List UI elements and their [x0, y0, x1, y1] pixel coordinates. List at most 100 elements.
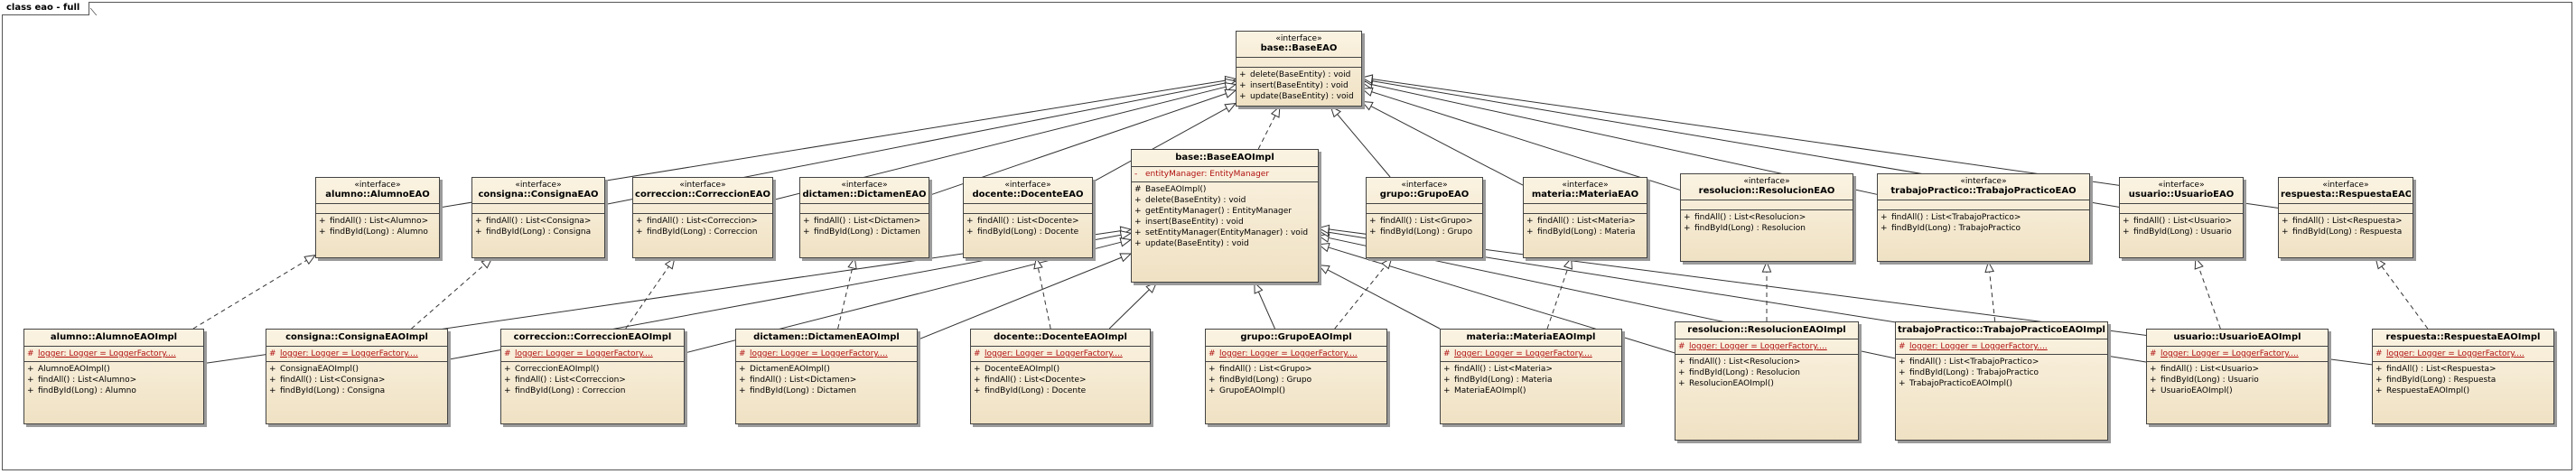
- visibility-marker: +: [2375, 365, 2383, 374]
- class-box-tpEAO[interactable]: «interface»trabajoPractico::TrabajoPract…: [1877, 173, 2090, 262]
- class-operation: +findAll() : List<TrabajoPractico>: [1881, 212, 2086, 223]
- visibility-marker: +: [966, 217, 974, 226]
- hollow-triangle-arrowhead: [2194, 256, 2204, 270]
- class-operations-compartment: +findAll() : List<TrabajoPractico>+findB…: [1878, 210, 2089, 236]
- operation-text: findAll() : List<Resolucion>: [1694, 213, 1806, 222]
- visibility-marker: #: [1134, 185, 1142, 194]
- class-name: docente::DocenteEAO: [972, 190, 1084, 200]
- class-attributes-compartment: [633, 204, 772, 214]
- class-box-resolucionEAO[interactable]: «interface»resolucion::ResolucionEAO+fin…: [1680, 173, 1853, 262]
- attribute-text: logger: Logger = LoggerFactory....: [1454, 349, 1592, 358]
- operation-text: AlumnoEAOImpl(): [38, 365, 110, 374]
- class-box-docenteEAO[interactable]: «interface»docente::DocenteEAO+findAll()…: [963, 177, 1093, 258]
- relation-line: [1371, 91, 1681, 191]
- class-box-respuestaImpl[interactable]: respuesta::RespuestaEAOImpl#logger: Logg…: [2372, 329, 2554, 424]
- class-box-baseImpl[interactable]: base::BaseEAOImpl-entityManager: EntityM…: [1131, 149, 1319, 283]
- operation-text: findAll() : List<Usuario>: [2161, 365, 2260, 374]
- class-header: «interface»resolucion::ResolucionEAO: [1681, 174, 1853, 200]
- class-box-dictamenEAO[interactable]: «interface»dictamen::DictamenEAO+findAll…: [799, 177, 929, 258]
- operation-text: findAll() : List<Materia>: [1537, 217, 1636, 226]
- class-name: respuesta::RespuestaEAO: [2281, 190, 2411, 200]
- class-box-usuarioImpl[interactable]: usuario::UsuarioEAOImpl#logger: Logger =…: [2146, 329, 2329, 424]
- attribute-text: logger: Logger = LoggerFactory....: [1219, 349, 1358, 358]
- operation-text: findById(Long) : Resolucion: [1689, 368, 1800, 377]
- class-operation: +RespuestaEAOImpl(): [2375, 386, 2551, 396]
- class-operation: +findAll() : List<TrabajoPractico>: [1899, 357, 2105, 367]
- operation-text: findById(Long) : TrabajoPractico: [1909, 368, 2039, 377]
- class-name: materia::MateriaEAOImpl: [1466, 332, 1596, 342]
- visibility-marker: +: [1209, 376, 1216, 385]
- visibility-marker: +: [1134, 207, 1142, 216]
- visibility-marker: +: [1443, 365, 1451, 374]
- operation-text: findById(Long) : Consigna: [486, 228, 592, 237]
- class-operation: +delete(BaseEntity) : void: [1239, 70, 1358, 80]
- class-operation: +findAll() : List<Usuario>: [2123, 216, 2240, 227]
- realization-arrow-baseImpl-to-baseEAO: [1257, 105, 1281, 150]
- visibility-marker: +: [2123, 228, 2130, 237]
- class-box-grupoEAO[interactable]: «interface»grupo::GrupoEAO+findAll() : L…: [1366, 177, 1483, 258]
- class-operation: +findAll() : List<Alumno>: [27, 375, 201, 386]
- class-operation: +findById(Long) : Consigna: [475, 227, 602, 237]
- class-box-usuarioEAO[interactable]: «interface»usuario::UsuarioEAO+findAll()…: [2119, 177, 2244, 258]
- hollow-triangle-arrowhead: [1317, 265, 1330, 274]
- attribute-text: logger: Logger = LoggerFactory....: [2161, 349, 2299, 358]
- operation-text: DictamenEAOImpl(): [750, 365, 830, 374]
- class-stereotype: «interface»: [515, 181, 562, 190]
- operation-text: findAll() : List<Correccion>: [647, 217, 758, 226]
- class-attributes-compartment: [800, 204, 929, 214]
- operation-text: findById(Long) : Grupo: [1219, 376, 1312, 385]
- visibility-marker: +: [1678, 379, 1685, 388]
- class-name: materia::MateriaEAO: [1531, 190, 1639, 200]
- class-operations-compartment: #BaseEAOImpl()+delete(BaseEntity) : void…: [1132, 182, 1318, 251]
- visibility-marker: +: [636, 228, 643, 237]
- class-box-resolucionImpl[interactable]: resolucion::ResolucionEAOImpl#logger: Lo…: [1675, 321, 1859, 441]
- generalization-arrow-docenteEAO-to-baseEAO: [1092, 102, 1237, 182]
- generalization-arrow-docenteImpl-to-baseImpl: [1108, 282, 1158, 330]
- visibility-marker: +: [2375, 376, 2383, 385]
- class-attributes-compartment: [964, 204, 1092, 214]
- operation-text: update(BaseEntity) : void: [1250, 92, 1354, 101]
- visibility-marker: +: [1526, 217, 1534, 226]
- class-operation: +MateriaEAOImpl(): [1443, 386, 1619, 396]
- class-box-materiaImpl[interactable]: materia::MateriaEAOImpl#logger: Logger =…: [1440, 329, 1622, 424]
- class-box-correccionEAO[interactable]: «interface»correccion::CorreccionEAO+fin…: [632, 177, 773, 258]
- relation-line: [1257, 115, 1276, 150]
- class-operation: +update(BaseEntity) : void: [1134, 238, 1315, 249]
- class-box-dictamenImpl[interactable]: dictamen::DictamenEAOImpl#logger: Logger…: [735, 329, 918, 424]
- class-box-grupoImpl[interactable]: grupo::GrupoEAOImpl#logger: Logger = Log…: [1205, 329, 1387, 424]
- class-box-alumnoImpl[interactable]: alumno::AlumnoEAOImpl#logger: Logger = L…: [23, 329, 204, 424]
- visibility-marker: +: [1369, 228, 1377, 237]
- relation-line: [2198, 267, 2221, 330]
- operation-text: findAll() : List<Materia>: [1454, 365, 1553, 374]
- class-operation: +findAll() : List<Dictamen>: [739, 375, 914, 386]
- visibility-marker: +: [2150, 386, 2157, 395]
- class-box-tpImpl[interactable]: trabajoPractico::TrabajoPracticoEAOImpl#…: [1895, 321, 2108, 441]
- class-box-consignaEAO[interactable]: «interface»consigna::ConsignaEAO+findAll…: [471, 177, 605, 258]
- visibility-marker: #: [2375, 349, 2383, 358]
- relation-line: [1337, 114, 1391, 178]
- class-box-correccionImpl[interactable]: correccion::CorreccionEAOImpl#logger: Lo…: [500, 329, 685, 424]
- class-name: trabajoPractico::TrabajoPracticoEAOImpl: [1898, 325, 2105, 335]
- operation-text: findById(Long) : Docente: [977, 228, 1079, 237]
- class-operation: +findById(Long) : Dictamen: [803, 227, 926, 237]
- class-box-baseEAO[interactable]: «interface»base::BaseEAO+delete(BaseEnti…: [1236, 31, 1362, 107]
- class-operations-compartment: + AlumnoEAOImpl()+findAll() : List<Alumno…: [24, 362, 203, 398]
- class-box-alumnoEAO[interactable]: «interface»alumno::AlumnoEAO+findAll() :…: [315, 177, 440, 258]
- class-operation: +findAll() : List<Docente>: [966, 216, 1089, 227]
- class-box-materiaEAO[interactable]: «interface»materia::MateriaEAO+findAll()…: [1523, 177, 1647, 258]
- class-stereotype: «interface»: [1960, 177, 2007, 186]
- class-box-docenteImpl[interactable]: docente::DocenteEAOImpl#logger: Logger =…: [970, 329, 1151, 424]
- operation-text: findById(Long) : Respuesta: [2292, 228, 2403, 237]
- class-box-consignaImpl[interactable]: consigna::ConsignaEAOImpl#logger: Logger…: [266, 329, 448, 424]
- class-operation: +findById(Long) : Grupo: [1369, 227, 1479, 237]
- class-operation: +findById(Long) : Alumno: [27, 386, 201, 396]
- attribute-text: logger: Logger = LoggerFactory....: [2386, 349, 2525, 358]
- operation-text: findById(Long) : Correccion: [647, 228, 758, 237]
- class-operation: +findById(Long) : Respuesta: [2375, 375, 2551, 386]
- visibility-marker: +: [1899, 379, 1906, 388]
- attribute-text: entityManager: EntityManager: [1145, 170, 1270, 179]
- class-operations-compartment: +findAll() : List<Consigna>+findById(Lon…: [472, 214, 604, 239]
- visibility-marker: +: [1209, 365, 1216, 374]
- class-box-respuestaEAO[interactable]: «interface»respuesta::RespuestaEAO+findA…: [2278, 177, 2413, 258]
- visibility-marker: +: [27, 376, 34, 385]
